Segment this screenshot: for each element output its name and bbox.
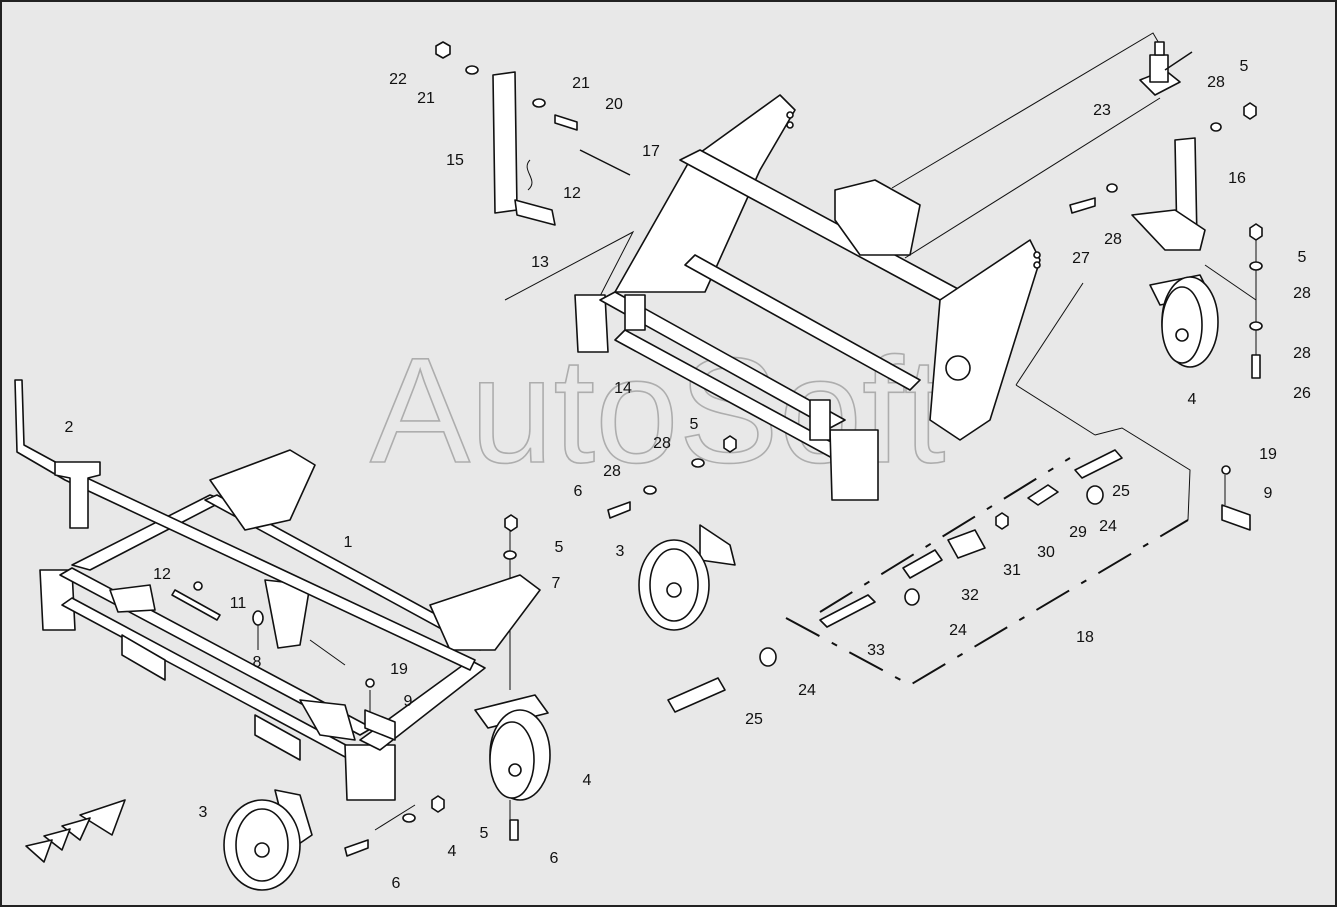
callout-12: 12 <box>563 185 581 202</box>
jack-23 <box>1139 41 1193 96</box>
callout-30: 30 <box>1037 544 1055 561</box>
callout-26: 26 <box>1293 385 1311 402</box>
callout-5: 5 <box>1298 249 1307 266</box>
callout-25: 25 <box>745 711 763 728</box>
callout-28: 28 <box>653 435 671 452</box>
callout-31: 31 <box>1003 562 1021 579</box>
callout-6: 6 <box>550 850 559 867</box>
callout-24: 24 <box>798 682 816 699</box>
callout-5: 5 <box>555 539 564 556</box>
callout-6: 6 <box>574 483 583 500</box>
callout-2: 2 <box>65 419 74 436</box>
callout-7: 7 <box>552 575 561 592</box>
callout-4: 4 <box>448 843 457 860</box>
callout-11: 11 <box>230 595 247 612</box>
callout-23: 23 <box>1093 102 1111 119</box>
wheel-3-middle <box>638 524 736 631</box>
callout-14: 14 <box>614 380 632 397</box>
hardware <box>171 41 1263 857</box>
callout-20: 20 <box>605 96 623 113</box>
caster-wheel-4-front <box>474 694 551 801</box>
callout-5: 5 <box>690 416 699 433</box>
column-15 <box>492 71 556 226</box>
callout-4: 4 <box>583 772 592 789</box>
callout-labels: 2221212015171213232851627285282826421452… <box>65 58 1311 892</box>
callout-32: 32 <box>961 587 979 604</box>
callout-1: 1 <box>344 534 353 551</box>
callout-9: 9 <box>1264 485 1273 502</box>
callout-12: 12 <box>153 566 171 583</box>
callout-27: 27 <box>1072 250 1090 267</box>
callout-5: 5 <box>1240 58 1249 75</box>
callout-28: 28 <box>1293 285 1311 302</box>
callout-28: 28 <box>1293 345 1311 362</box>
callout-28: 28 <box>1104 231 1122 248</box>
callout-19: 19 <box>1259 446 1277 463</box>
callout-24: 24 <box>1099 518 1117 535</box>
callout-6: 6 <box>392 875 401 892</box>
callout-19: 19 <box>390 661 408 678</box>
callout-17: 17 <box>642 143 660 160</box>
callout-13: 13 <box>531 254 549 271</box>
callout-3: 3 <box>199 804 208 821</box>
callout-16: 16 <box>1228 170 1246 187</box>
column-16 <box>1131 137 1206 251</box>
callout-33: 33 <box>867 642 885 659</box>
callout-15: 15 <box>446 152 464 169</box>
callout-18: 18 <box>1076 629 1094 646</box>
callout-8: 8 <box>253 654 262 671</box>
callout-25: 25 <box>1112 483 1130 500</box>
chain-assembly-outline <box>785 457 1189 687</box>
callout-3: 3 <box>616 543 625 560</box>
callout-5: 5 <box>480 825 489 842</box>
callout-4: 4 <box>1188 391 1197 408</box>
lower-frame-1 <box>39 449 541 801</box>
callout-9: 9 <box>404 693 413 710</box>
callout-29: 29 <box>1069 524 1087 541</box>
callout-24: 24 <box>949 622 967 639</box>
caster-wheel-4-right <box>1149 274 1219 368</box>
callout-22: 22 <box>389 71 407 88</box>
drawbar-2 <box>14 379 476 671</box>
direction-arrow-icon <box>25 799 126 863</box>
callout-21: 21 <box>417 90 435 107</box>
main-frame-14 <box>574 94 1041 501</box>
callout-28: 28 <box>603 463 621 480</box>
wheel-3-front <box>223 789 313 891</box>
callout-28: 28 <box>1207 74 1225 91</box>
callout-21: 21 <box>572 75 590 92</box>
